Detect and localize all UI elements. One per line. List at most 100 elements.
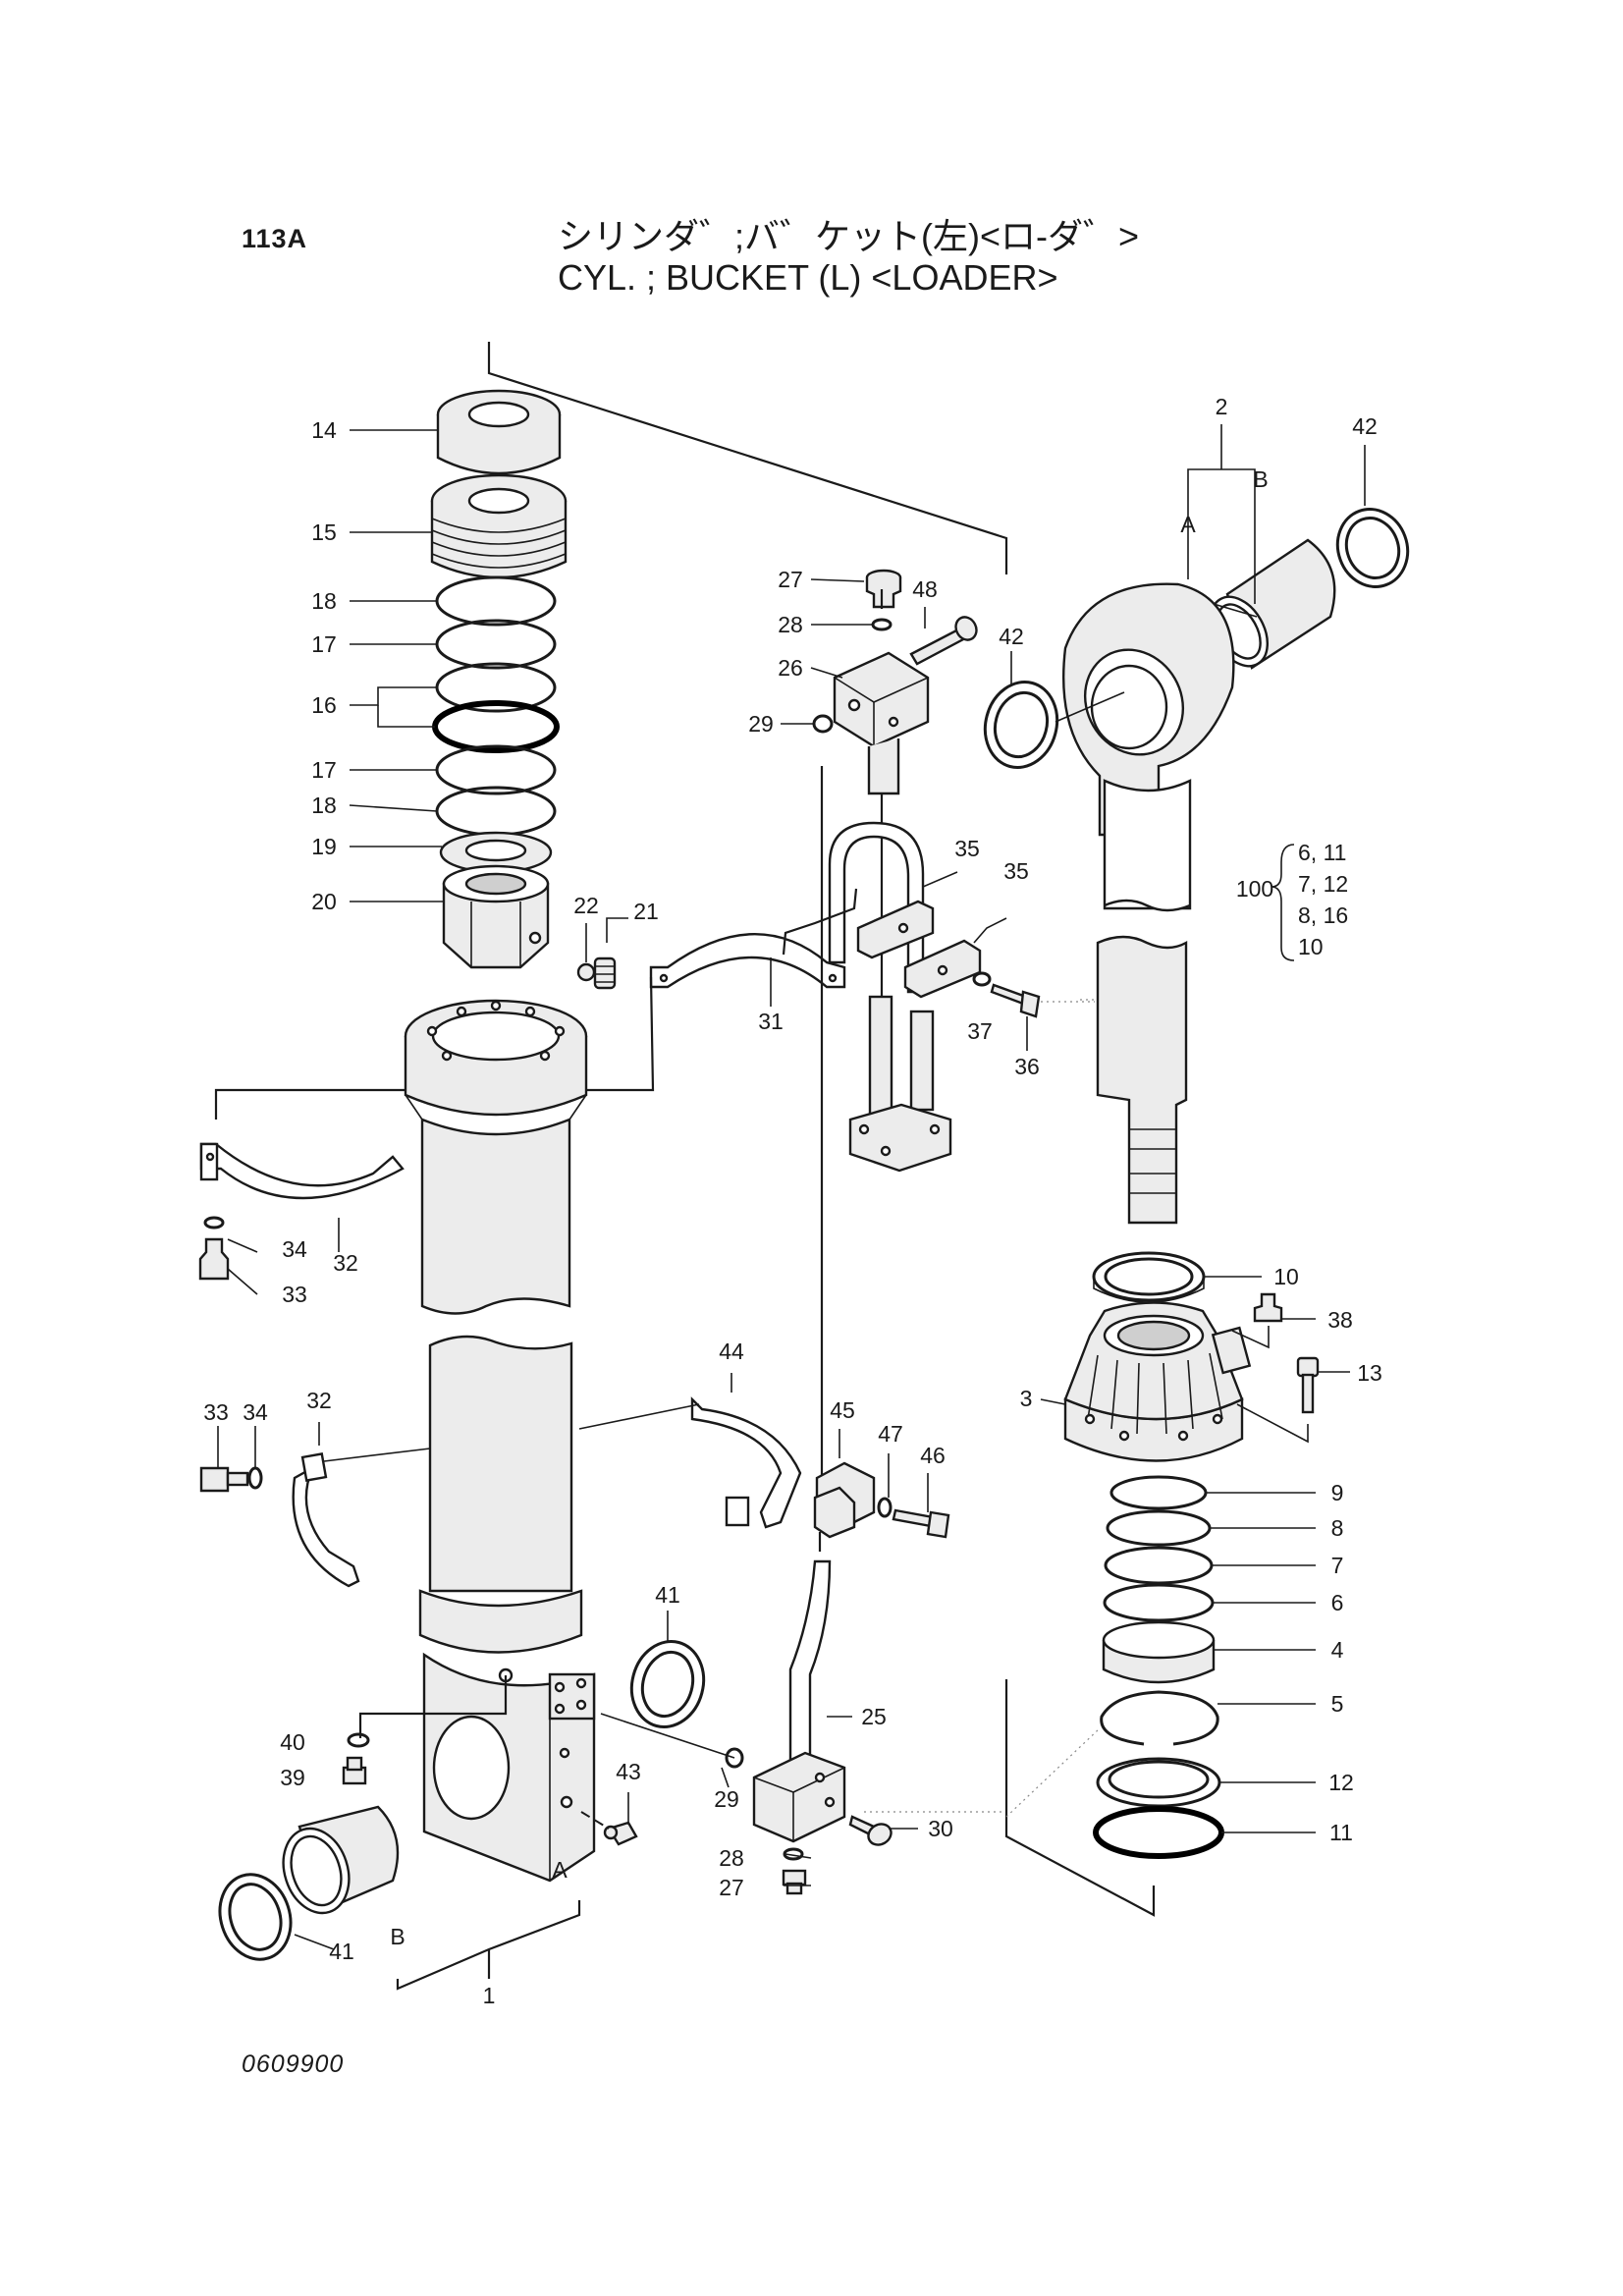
callout-22: 22 bbox=[573, 893, 599, 918]
oring-28-top bbox=[871, 618, 893, 631]
seal-41-right bbox=[629, 1639, 706, 1729]
bolt-48 bbox=[909, 616, 978, 666]
callout-18-top: 18 bbox=[311, 588, 337, 614]
callout-16: 16 bbox=[311, 692, 337, 718]
callout-12: 12 bbox=[1328, 1770, 1354, 1795]
callout-48: 48 bbox=[912, 576, 938, 602]
callout-17-top: 17 bbox=[311, 631, 337, 657]
ring-12 bbox=[1096, 1757, 1221, 1808]
clamp-35-left bbox=[856, 900, 935, 959]
cylinder-tube-upper bbox=[420, 1118, 571, 1315]
callout-29-top: 29 bbox=[748, 711, 774, 737]
clamp-32-lower bbox=[292, 1452, 360, 1588]
seal-42-right bbox=[1335, 508, 1410, 588]
clamp-32-upper bbox=[199, 1142, 405, 1200]
washer-34-lower bbox=[247, 1466, 263, 1490]
bolt-13 bbox=[1296, 1356, 1320, 1414]
callout-26: 26 bbox=[778, 655, 803, 681]
pipe-top-stub bbox=[867, 738, 900, 795]
bracket-bottom-right bbox=[1004, 1679, 1156, 1917]
nut-20 bbox=[442, 864, 550, 969]
callout-4: 4 bbox=[1331, 1637, 1344, 1663]
callout-33-upper: 33 bbox=[282, 1282, 307, 1307]
callout-41-right: 41 bbox=[655, 1582, 680, 1608]
screw-21 bbox=[593, 957, 617, 990]
ring-18-top bbox=[435, 575, 557, 627]
callout-20: 20 bbox=[311, 889, 337, 914]
cylinder-tube-lower bbox=[428, 1335, 573, 1593]
clamp-44 bbox=[690, 1396, 802, 1529]
pipes-with-flange bbox=[848, 995, 952, 1173]
callout-7: 7 bbox=[1331, 1553, 1344, 1578]
document-number: 0609900 bbox=[242, 2050, 345, 2078]
callout-39: 39 bbox=[280, 1765, 305, 1790]
bracket-top bbox=[487, 342, 1008, 574]
pipe-25 bbox=[788, 1559, 832, 1770]
bolt-33-upper bbox=[198, 1237, 230, 1281]
ring-8 bbox=[1106, 1509, 1212, 1547]
callout-11: 11 bbox=[1329, 1820, 1353, 1845]
callout-13: 13 bbox=[1357, 1360, 1382, 1386]
kit-brace bbox=[1271, 844, 1295, 961]
kit-row-1: 6, 11 bbox=[1298, 840, 1346, 865]
callout-42-left: 42 bbox=[999, 624, 1024, 649]
ring-7 bbox=[1104, 1546, 1214, 1585]
clamp-31 bbox=[649, 933, 846, 989]
kit-row-2: 7, 12 bbox=[1298, 871, 1348, 897]
ring-9 bbox=[1109, 1475, 1208, 1510]
sub-label-a-upper: A bbox=[1180, 512, 1196, 537]
callout-46: 46 bbox=[920, 1443, 946, 1468]
callout-27-lower: 27 bbox=[719, 1875, 744, 1900]
cylinder-bottom-body bbox=[422, 1652, 596, 1883]
cylinder-bottom-flange bbox=[418, 1589, 583, 1654]
callout-32-lower: 32 bbox=[306, 1388, 332, 1413]
plug-39 bbox=[342, 1756, 367, 1785]
callout-41-left: 41 bbox=[329, 1939, 354, 1964]
sub-label-b-upper: B bbox=[1253, 466, 1268, 492]
plug-27-top bbox=[865, 569, 902, 609]
cylinder-head-flange bbox=[404, 999, 588, 1117]
callout-2: 2 bbox=[1216, 394, 1228, 419]
callout-3: 3 bbox=[1020, 1386, 1033, 1411]
bolt-46 bbox=[892, 1508, 950, 1539]
callout-5: 5 bbox=[1331, 1691, 1344, 1717]
seal-42-left bbox=[983, 680, 1059, 770]
kit-row-4: 10 bbox=[1298, 934, 1324, 959]
title-english: CYL. ; BUCKET (L) <LOADER> bbox=[558, 257, 1058, 298]
bolt-36 bbox=[990, 983, 1041, 1018]
kit-row-3: 8, 16 bbox=[1298, 902, 1348, 928]
block-45 bbox=[813, 1461, 876, 1539]
bushing-41-left bbox=[282, 1805, 400, 1915]
snap-ring-5 bbox=[1100, 1690, 1219, 1746]
callout-8: 8 bbox=[1331, 1515, 1344, 1541]
sub-label-b-lower: B bbox=[390, 1924, 405, 1949]
callout-27-top: 27 bbox=[778, 567, 803, 592]
callout-35-right: 35 bbox=[1003, 858, 1029, 884]
block-30-lower bbox=[752, 1751, 846, 1843]
oring-29-top bbox=[812, 714, 834, 734]
ring-10 bbox=[1092, 1251, 1206, 1303]
oring-40 bbox=[347, 1732, 370, 1748]
seal-41-left bbox=[218, 1873, 293, 1961]
callout-30: 30 bbox=[928, 1816, 953, 1841]
ring-6 bbox=[1103, 1583, 1215, 1622]
oring-11 bbox=[1093, 1806, 1224, 1859]
block-26 bbox=[833, 651, 930, 748]
bushing-4 bbox=[1102, 1620, 1216, 1684]
callout-45: 45 bbox=[830, 1397, 855, 1423]
callout-34-lower: 34 bbox=[243, 1399, 268, 1425]
washer-47 bbox=[877, 1497, 893, 1518]
callout-6: 6 bbox=[1331, 1590, 1344, 1615]
callout-36: 36 bbox=[1014, 1054, 1040, 1079]
callout-28-top: 28 bbox=[778, 612, 803, 637]
ball-22 bbox=[576, 962, 596, 982]
callout-14: 14 bbox=[311, 417, 337, 443]
callout-29-lower: 29 bbox=[714, 1786, 739, 1812]
bolt-30 bbox=[848, 1815, 893, 1846]
callout-21: 21 bbox=[633, 899, 659, 924]
bolt-33-lower bbox=[199, 1466, 249, 1493]
rod-lower bbox=[1096, 935, 1188, 1225]
callout-9: 9 bbox=[1331, 1480, 1344, 1505]
callout-40: 40 bbox=[280, 1729, 305, 1755]
